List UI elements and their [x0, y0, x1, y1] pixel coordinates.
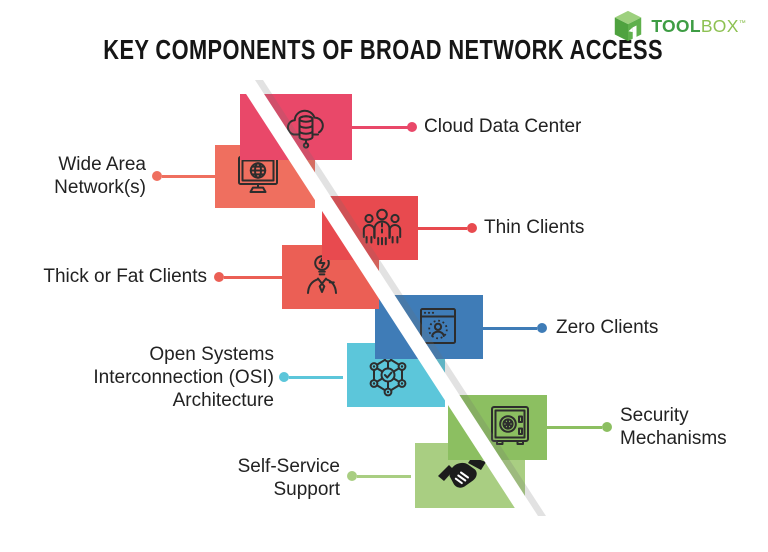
connector-dot [214, 272, 224, 282]
label-self-service-support: Self-Service Support [237, 456, 340, 500]
handshake-icon [438, 457, 486, 488]
toolbox-cube-icon [615, 10, 642, 42]
connector-dot [602, 422, 612, 432]
connector-line [483, 327, 537, 330]
safe-vault-icon [484, 401, 536, 453]
connector-dot [347, 471, 357, 481]
toolbox-wordmark: TOOLBOX™ [651, 15, 746, 36]
tile-security-mechanisms [448, 395, 547, 460]
connector-line [162, 175, 215, 178]
connector-dot [537, 323, 547, 333]
connector-line [357, 475, 411, 478]
people-group-icon [356, 202, 408, 254]
monitor-globe-icon [232, 150, 284, 202]
connector-line [547, 426, 602, 429]
label-osi-architecture: Open Systems Interconnection (OSI) Archi… [93, 344, 274, 411]
connector-dot [467, 223, 477, 233]
label-thin-clients: Thin Clients [484, 217, 585, 238]
cloud-database-icon [280, 101, 332, 153]
label-wide-area-networks: Wide Area Network(s) [54, 154, 146, 198]
label-zero-clients: Zero Clients [556, 317, 659, 338]
connector-dot [152, 171, 162, 181]
connector-line [289, 376, 343, 379]
label-security-mechanisms: Security Mechanisms [620, 405, 727, 449]
label-thick-or-fat-clients: Thick or Fat Clients [43, 266, 207, 287]
toolbox-logo: TOOLBOX™ [611, 9, 746, 43]
label-cloud-data-center: Cloud Data Center [424, 116, 582, 137]
window-user-icon [412, 301, 464, 353]
connector-line [224, 276, 282, 279]
connector-line [352, 126, 408, 129]
connector-line [418, 227, 467, 230]
connector-dot [407, 122, 417, 132]
page-title: KEY COMPONENTS OF BROAD NETWORK ACCESS [103, 34, 663, 65]
connector-dot [279, 372, 289, 382]
